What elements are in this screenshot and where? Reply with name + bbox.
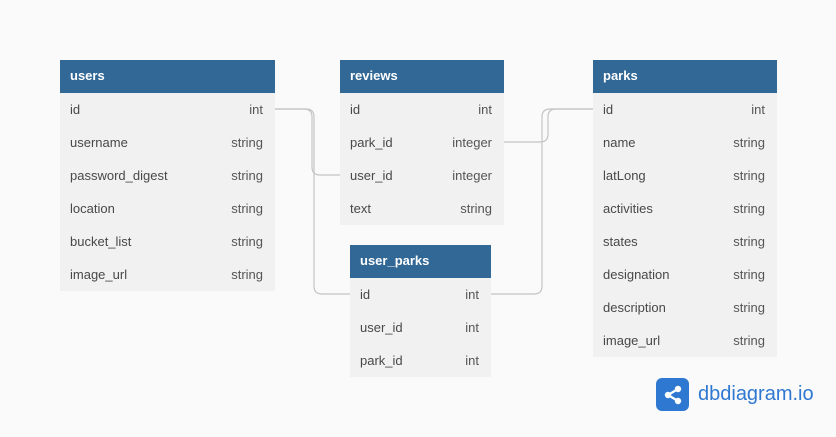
- field-name: password_digest: [70, 168, 168, 183]
- field-name: id: [360, 287, 371, 302]
- field-type: string: [733, 135, 765, 150]
- field-row[interactable]: password_digest string: [60, 159, 275, 192]
- field-type: string: [733, 267, 765, 282]
- field-type: string: [231, 234, 263, 249]
- field-row[interactable]: park_id int: [350, 344, 491, 377]
- field-row[interactable]: text string: [340, 192, 504, 225]
- field-row[interactable]: location string: [60, 192, 275, 225]
- field-row[interactable]: activities string: [593, 192, 777, 225]
- field-type: integer: [452, 135, 492, 150]
- field-type: int: [249, 102, 263, 117]
- share-nodes-icon: [656, 378, 689, 411]
- field-type: string: [231, 168, 263, 183]
- field-type: string: [231, 267, 263, 282]
- table-header[interactable]: users: [60, 60, 275, 93]
- field-row[interactable]: bucket_list string: [60, 225, 275, 258]
- field-type: string: [733, 333, 765, 348]
- field-name: text: [350, 201, 371, 216]
- brand: dbdiagram.io: [656, 378, 814, 411]
- field-name: image_url: [603, 333, 661, 348]
- field-row[interactable]: user_id integer: [340, 159, 504, 192]
- field-name: location: [70, 201, 115, 216]
- field-row[interactable]: image_url string: [593, 324, 777, 357]
- field-row[interactable]: park_id integer: [340, 126, 504, 159]
- field-name: park_id: [350, 135, 393, 150]
- field-row[interactable]: id int: [593, 93, 777, 126]
- field-row[interactable]: designation string: [593, 258, 777, 291]
- table-header[interactable]: user_parks: [350, 245, 491, 278]
- field-row[interactable]: description string: [593, 291, 777, 324]
- field-row[interactable]: latLong string: [593, 159, 777, 192]
- table-header[interactable]: parks: [593, 60, 777, 93]
- field-type: integer: [452, 168, 492, 183]
- relation-users-user-parks[interactable]: [275, 108, 350, 295]
- field-name: park_id: [360, 353, 403, 368]
- field-type: int: [465, 320, 479, 335]
- field-row[interactable]: username string: [60, 126, 275, 159]
- field-type: string: [733, 168, 765, 183]
- field-row[interactable]: image_url string: [60, 258, 275, 291]
- field-type: string: [231, 201, 263, 216]
- field-name: id: [603, 102, 614, 117]
- field-row[interactable]: id int: [350, 278, 491, 311]
- relation-users-reviews[interactable]: [275, 108, 340, 176]
- field-name: user_id: [350, 168, 393, 183]
- field-row[interactable]: user_id int: [350, 311, 491, 344]
- field-type: int: [478, 102, 492, 117]
- field-type: string: [733, 201, 765, 216]
- field-name: description: [603, 300, 666, 315]
- table-header[interactable]: reviews: [340, 60, 504, 93]
- field-type: string: [460, 201, 492, 216]
- field-type: int: [751, 102, 765, 117]
- field-name: username: [70, 135, 128, 150]
- field-name: latLong: [603, 168, 646, 183]
- relation-parks-reviews[interactable]: [504, 108, 593, 143]
- field-name: bucket_list: [70, 234, 132, 249]
- field-name: activities: [603, 201, 653, 216]
- field-name: id: [350, 102, 361, 117]
- field-name: image_url: [70, 267, 128, 282]
- field-name: states: [603, 234, 638, 249]
- field-name: designation: [603, 267, 670, 282]
- field-type: int: [465, 287, 479, 302]
- field-row[interactable]: states string: [593, 225, 777, 258]
- field-type: string: [733, 234, 765, 249]
- relation-parks-user-parks[interactable]: [491, 108, 593, 295]
- field-name: id: [70, 102, 81, 117]
- field-type: int: [465, 353, 479, 368]
- field-name: name: [603, 135, 636, 150]
- brand-name: dbdiagram.io: [698, 383, 814, 405]
- field-row[interactable]: id int: [340, 93, 504, 126]
- field-row[interactable]: name string: [593, 126, 777, 159]
- field-row[interactable]: id int: [60, 93, 275, 126]
- field-type: string: [231, 135, 263, 150]
- field-name: user_id: [360, 320, 403, 335]
- field-type: string: [733, 300, 765, 315]
